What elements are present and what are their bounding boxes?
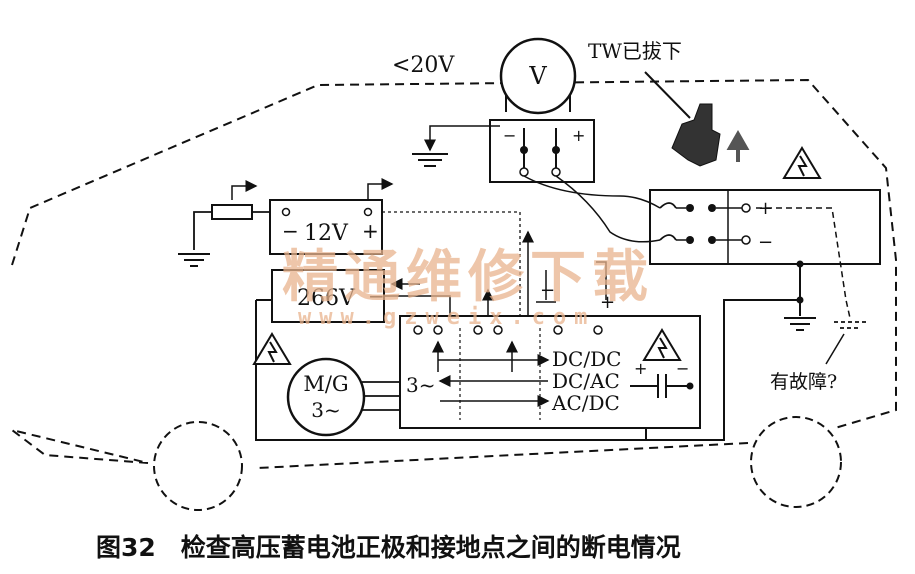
capacitor-minus: − bbox=[676, 359, 689, 378]
motor-generator bbox=[286, 357, 366, 437]
voltage-limit-label: <20V bbox=[392, 53, 455, 78]
connector-minus: − bbox=[503, 126, 516, 145]
acdc-label: AC/DC bbox=[551, 391, 620, 415]
battery-12v-minus: − bbox=[282, 219, 299, 243]
capacitor-symbol bbox=[630, 374, 694, 398]
battery-12v-plus: + bbox=[362, 219, 379, 243]
motor-generator-phase: 3~ bbox=[311, 398, 340, 422]
vehicle-outline bbox=[11, 78, 897, 469]
watermark-url: www.gzweix.com bbox=[298, 305, 595, 330]
connector-plus: + bbox=[572, 126, 585, 145]
warning-icon-motor bbox=[252, 332, 292, 365]
inverter-box bbox=[399, 315, 701, 429]
figure-caption: 图32 检查高压蓄电池正极和接地点之间的断电情况 bbox=[96, 533, 681, 562]
inverter-terminals bbox=[413, 325, 603, 335]
motor-generator-label: M/G bbox=[303, 372, 348, 396]
test-connector bbox=[489, 119, 595, 183]
front-wheel bbox=[750, 416, 842, 508]
plug-removed-icon bbox=[671, 103, 721, 167]
battery-12v-label: 12V bbox=[304, 221, 349, 246]
inverter-plus-terminal: + bbox=[600, 292, 615, 313]
warning-icon-inverter bbox=[642, 328, 682, 361]
ground-symbol-top bbox=[412, 153, 448, 167]
resistor bbox=[211, 204, 253, 220]
capacitor-plus: + bbox=[634, 359, 647, 378]
inverter-ac-label: 3~ bbox=[406, 373, 435, 397]
ground-symbol-12v bbox=[178, 253, 210, 267]
inverter-minus-terminal: − bbox=[540, 280, 555, 301]
warning-icon-relay bbox=[782, 146, 822, 179]
relay-plus: + bbox=[758, 198, 773, 219]
relay-minus: − bbox=[758, 232, 773, 253]
dcac-label: DC/AC bbox=[552, 369, 620, 393]
battery-266v-label: 266V bbox=[297, 286, 356, 311]
battery-266v bbox=[271, 269, 385, 323]
voltmeter-label: V bbox=[528, 62, 547, 90]
ground-symbol-relay bbox=[784, 317, 816, 331]
tw-status-label: TW已拔下 bbox=[588, 39, 682, 63]
up-arrow-icon bbox=[726, 129, 750, 162]
rear-wheel bbox=[153, 421, 243, 511]
watermark-title: 精通维修下载 bbox=[282, 245, 654, 310]
relay-box bbox=[649, 189, 881, 265]
dcdc-label: DC/DC bbox=[552, 347, 621, 371]
voltmeter-symbol bbox=[499, 37, 577, 115]
battery-266v-minus: − bbox=[368, 284, 385, 308]
fault-question-label: 有故障? bbox=[770, 371, 837, 393]
